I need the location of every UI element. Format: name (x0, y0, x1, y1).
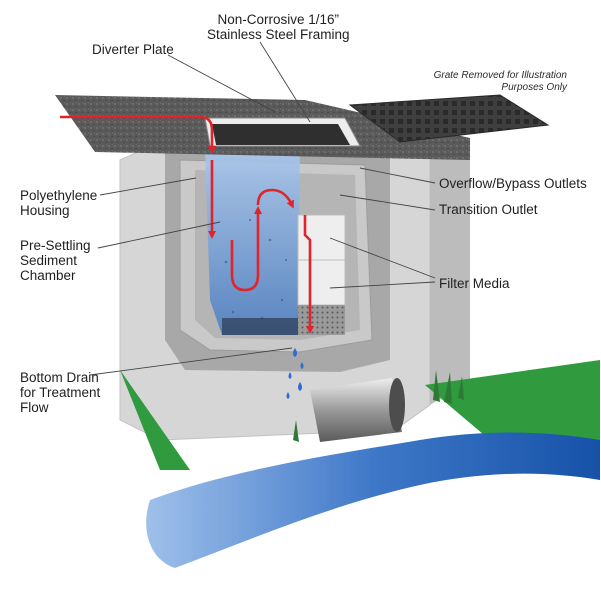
label-polyethylene-housing-text: Polyethylene Housing (20, 188, 98, 218)
label-diverter-plate: Diverter Plate (92, 42, 174, 57)
grass (120, 360, 600, 470)
river (146, 432, 600, 568)
label-polyethylene-housing: Polyethylene Housing (20, 188, 97, 218)
label-framing-text: Non-Corrosive 1/16” Stainless Steel Fram… (207, 12, 350, 42)
label-transition-outlet: Transition Outlet (439, 202, 538, 217)
label-pre-settling-chamber: Pre-Settling Sediment Chamber (20, 238, 91, 283)
grate (348, 94, 550, 143)
label-pre-settling-chamber-text: Pre-Settling Sediment Chamber (20, 238, 91, 283)
road-surface (55, 95, 470, 160)
water-droplet-icons (286, 348, 304, 399)
label-grate-note-text: Grate Removed for Illustration Purposes … (433, 70, 567, 93)
label-bottom-drain-text: Bottom Drain for Treatment Flow (20, 370, 101, 415)
label-bottom-drain: Bottom Drain for Treatment Flow (20, 370, 100, 415)
leader-lines (89, 41, 436, 376)
label-framing: Non-Corrosive 1/16” Stainless Steel Fram… (207, 12, 350, 42)
label-overflow-bypass: Overflow/Bypass Outlets (439, 176, 587, 191)
label-filter-media: Filter Media (439, 276, 510, 291)
outlet-pipe (310, 378, 405, 442)
flow-arrows (60, 115, 314, 334)
pre-settling-water (205, 150, 300, 335)
label-grate-note: Grate Removed for Illustration Purposes … (434, 70, 567, 94)
